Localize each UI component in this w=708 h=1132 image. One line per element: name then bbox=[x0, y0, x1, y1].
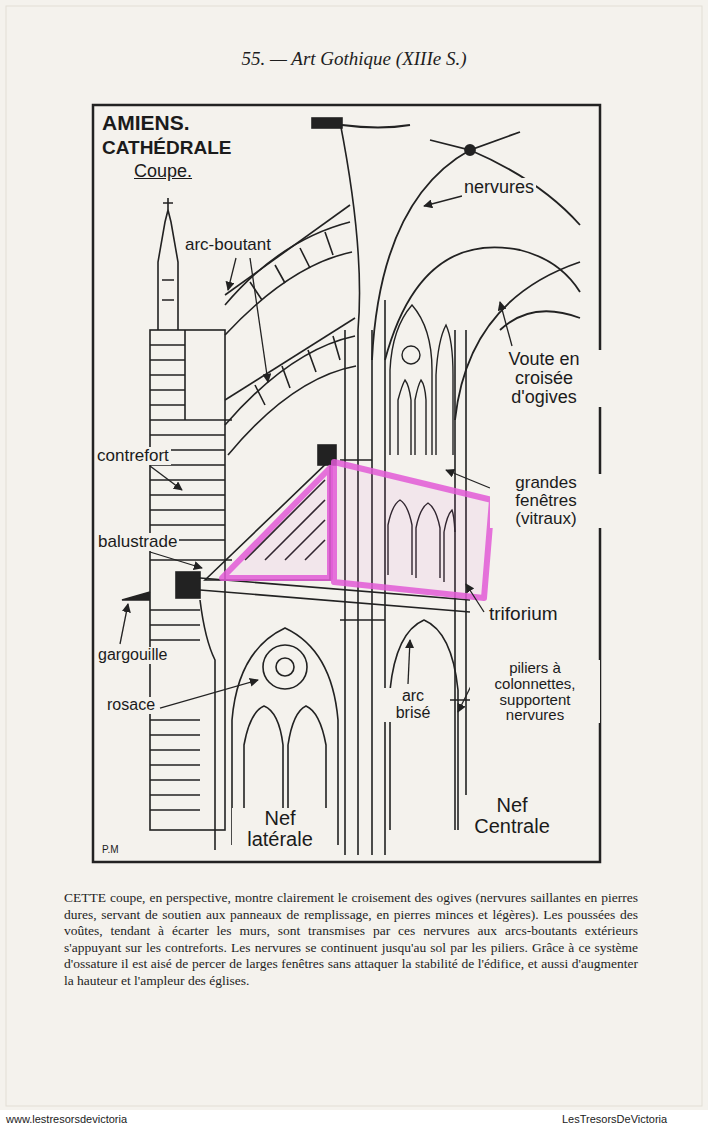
part-label: Nef latérale bbox=[232, 808, 328, 850]
part-label: piliers à colonnettes, supportent nervur… bbox=[470, 660, 600, 723]
leader-lines bbox=[424, 196, 462, 206]
place-title: AMIENS. bbox=[100, 112, 192, 134]
pink-highlight bbox=[222, 468, 330, 578]
clerestory-windows bbox=[436, 325, 453, 455]
vault-ribs bbox=[342, 125, 410, 128]
leader-lines bbox=[446, 470, 490, 488]
clerestory-windows bbox=[390, 305, 432, 455]
flying-buttresses bbox=[225, 252, 352, 335]
aisle-arches bbox=[390, 620, 458, 830]
part-label: rosace bbox=[105, 697, 157, 714]
part-label: Voute en croisée d'ogives bbox=[486, 350, 602, 407]
card-border bbox=[6, 6, 702, 1106]
pink-highlight bbox=[222, 462, 492, 598]
part-label: gargouille bbox=[96, 647, 169, 664]
leader-lines bbox=[500, 302, 512, 346]
vault-ribs bbox=[385, 247, 580, 360]
clerestory-windows bbox=[402, 346, 420, 364]
contrefort-tower bbox=[158, 210, 178, 330]
contrefort-tower bbox=[150, 345, 225, 810]
caption-text: CETTE coupe, en perspective, montre clai… bbox=[64, 890, 638, 990]
leader-lines bbox=[250, 258, 268, 382]
aisle-arches bbox=[200, 600, 458, 850]
contrefort-tower bbox=[162, 280, 174, 300]
card-title: 55. — Art Gothique (XIIIe S.) bbox=[0, 48, 708, 70]
part-label: contrefort bbox=[95, 447, 171, 465]
watermark: LesTresorsDeVictoria bbox=[560, 1114, 669, 1126]
leader-lines bbox=[150, 466, 182, 490]
leader-lines bbox=[228, 258, 236, 290]
vault-ribs bbox=[500, 311, 580, 330]
part-label: triforium bbox=[487, 604, 560, 624]
clerestory-windows bbox=[398, 380, 426, 455]
part-label: balustrade bbox=[96, 533, 179, 551]
contrefort-tower bbox=[122, 592, 150, 600]
aisle-arches bbox=[276, 658, 294, 676]
artist-initials: P.M bbox=[100, 845, 121, 856]
leader-lines bbox=[120, 604, 128, 644]
part-label: nervures bbox=[462, 178, 536, 197]
nave-piers bbox=[312, 118, 342, 128]
part-label: arc-boutant bbox=[183, 236, 273, 254]
part-label: arc brisé bbox=[384, 688, 442, 722]
flying-buttresses bbox=[225, 222, 350, 305]
part-label: grandes fenêtres (vitraux) bbox=[490, 474, 602, 528]
aisle-arches bbox=[263, 645, 307, 689]
flying-buttresses bbox=[255, 336, 340, 405]
side-aisle-roof bbox=[205, 460, 330, 580]
aisle-arches bbox=[200, 600, 215, 850]
side-aisle-roof bbox=[176, 572, 200, 598]
leader-lines bbox=[150, 552, 202, 568]
leader-lines bbox=[466, 584, 484, 612]
leader-lines bbox=[120, 196, 512, 712]
pink-highlight bbox=[334, 462, 492, 598]
place-title: Coupe. bbox=[132, 162, 194, 181]
place-title: CATHÉDRALE bbox=[100, 138, 233, 158]
part-label: Nef Centrale bbox=[460, 795, 564, 837]
leader-lines bbox=[160, 680, 258, 708]
vault-ribs bbox=[465, 145, 475, 155]
contrefort-tower bbox=[163, 198, 173, 210]
card-border bbox=[6, 6, 702, 1106]
leader-lines bbox=[408, 640, 410, 684]
flying-buttresses bbox=[225, 336, 355, 425]
watermark: www.lestresorsdevictoria bbox=[4, 1114, 129, 1126]
flying-buttresses bbox=[228, 366, 356, 455]
clerestory-windows bbox=[390, 305, 453, 455]
